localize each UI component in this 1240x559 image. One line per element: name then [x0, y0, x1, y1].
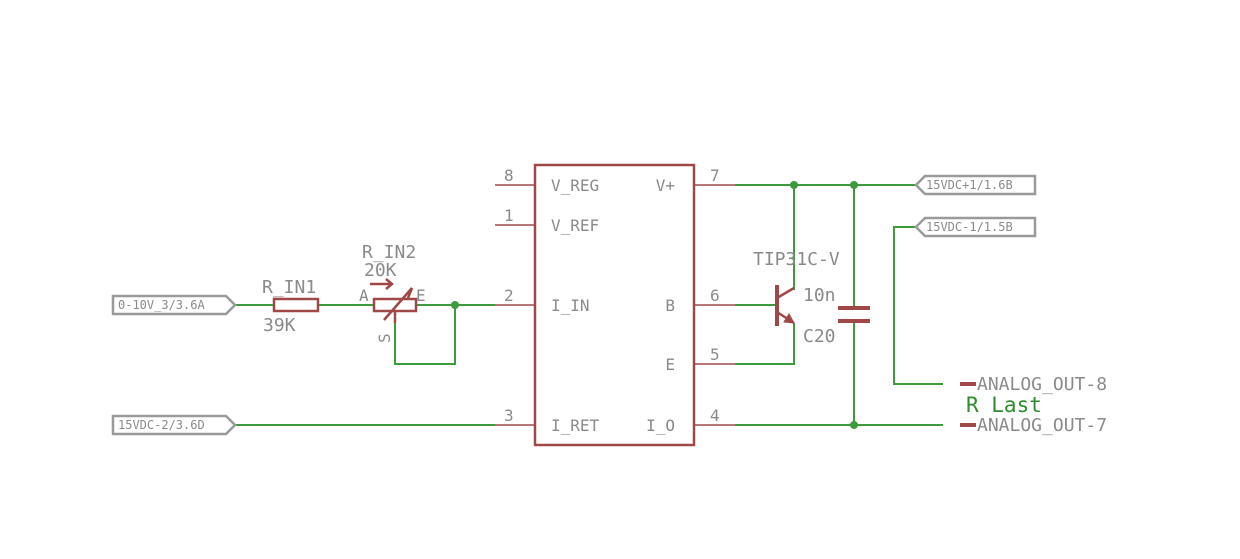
- wire-emitter: [735, 323, 795, 365]
- potentiometer-r-in2[interactable]: R_IN2 20K A E S: [359, 242, 426, 343]
- ic-pin-number: 7: [710, 166, 720, 185]
- ic-pin-number: 5: [710, 345, 720, 364]
- flag-input-signal[interactable]: 0-10V_3/3.6A: [111, 294, 237, 316]
- ic-pin-number: 6: [710, 286, 720, 305]
- resistor-r-in1[interactable]: R_IN1 39K: [262, 277, 320, 336]
- ic-pin-name: B: [665, 296, 675, 315]
- flag-shape: [914, 216, 1037, 238]
- transistor-emitter-arrow: [783, 313, 795, 324]
- flag-shape: [111, 294, 237, 316]
- transistor-tip31c[interactable]: TIP31C-V: [753, 249, 840, 326]
- transistor-name: TIP31C-V: [753, 249, 840, 270]
- junction-dot: [850, 421, 858, 429]
- resistor-value: 39K: [263, 315, 296, 336]
- ic-pin-name: E: [665, 355, 675, 374]
- junctions: [451, 181, 858, 429]
- pot-pin-s: S: [375, 333, 394, 343]
- flag-label: 15VDC-1/1.5B: [926, 220, 1013, 234]
- pot-adjust-arrow: [383, 287, 413, 321]
- capacitor-name: C20: [803, 326, 836, 347]
- ic-pin-name: V+: [656, 176, 675, 195]
- ic-pin-name: I_O: [646, 416, 675, 435]
- flag-label: 0-10V_3/3.6A: [118, 298, 205, 312]
- flag-shape: [914, 174, 1037, 196]
- flag-return[interactable]: 15VDC-2/3.6D: [111, 414, 237, 436]
- load-label: R Last: [966, 393, 1042, 417]
- ic-pin-number: 8: [504, 166, 514, 185]
- flag-label: 15VDC-2/3.6D: [118, 418, 205, 432]
- capacitor-value: 10n: [803, 285, 836, 306]
- resistor-body: [272, 297, 320, 313]
- resistor-name: R_IN1: [262, 277, 316, 298]
- capacitor-c20[interactable]: 10n C20: [803, 285, 870, 347]
- pot-pin-e: E: [416, 286, 426, 305]
- ic-pin-name: I_RET: [551, 416, 600, 435]
- transistor-collector: [776, 286, 795, 300]
- pot-adjust-arrow-head: [406, 287, 414, 299]
- ic-pin-number: 2: [504, 286, 514, 305]
- flag-label: 15VDC+1/1.6B: [926, 178, 1013, 192]
- junction-dot: [850, 181, 858, 189]
- wire-vminus-out8: [893, 226, 943, 385]
- ic-pin-number: 4: [710, 406, 720, 425]
- junction-dot: [790, 181, 798, 189]
- terminal-label: ANALOG_OUT-7: [977, 415, 1107, 436]
- ic-pin-number: 1: [504, 206, 514, 225]
- pot-pin-a: A: [359, 286, 369, 305]
- wire-wiper-loop: [394, 305, 456, 365]
- ic-chip[interactable]: 8 1 2 3 V_REG V_REF I_IN I_RET 7 6 5 4 V…: [495, 163, 735, 447]
- wires: [235, 184, 943, 426]
- flag-vminus[interactable]: 15VDC-1/1.5B: [914, 216, 1037, 238]
- pot-name: R_IN2: [362, 242, 416, 263]
- terminal-analog-out-7[interactable]: ANALOG_OUT-7: [960, 415, 1107, 436]
- terminal-label: ANALOG_OUT-8: [977, 374, 1107, 395]
- pot-direction-arrow-head: [385, 278, 394, 290]
- ic-pin-name: I_IN: [551, 296, 590, 315]
- flag-shape: [111, 414, 237, 436]
- flag-vplus[interactable]: 15VDC+1/1.6B: [914, 174, 1037, 196]
- terminal-analog-out-8[interactable]: ANALOG_OUT-8: [960, 374, 1107, 395]
- ic-pin-name: V_REG: [551, 176, 599, 195]
- ic-pin-number: 3: [504, 406, 514, 425]
- ic-pin-name: V_REF: [551, 216, 599, 235]
- pot-value: 20K: [364, 260, 397, 281]
- junction-dot: [451, 301, 459, 309]
